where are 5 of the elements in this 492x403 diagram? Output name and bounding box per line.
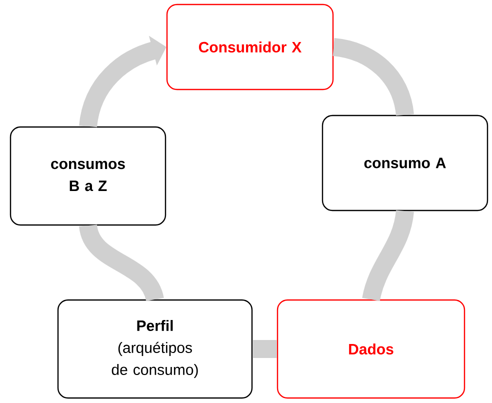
process-box: Dados (276, 299, 466, 399)
process-box: Perfil (arquétipos de consumo) (57, 299, 253, 399)
process-box: Consumidor X (166, 4, 334, 90)
process-box: consumos B a Z (10, 126, 166, 226)
process-box: consumo A (322, 114, 488, 212)
